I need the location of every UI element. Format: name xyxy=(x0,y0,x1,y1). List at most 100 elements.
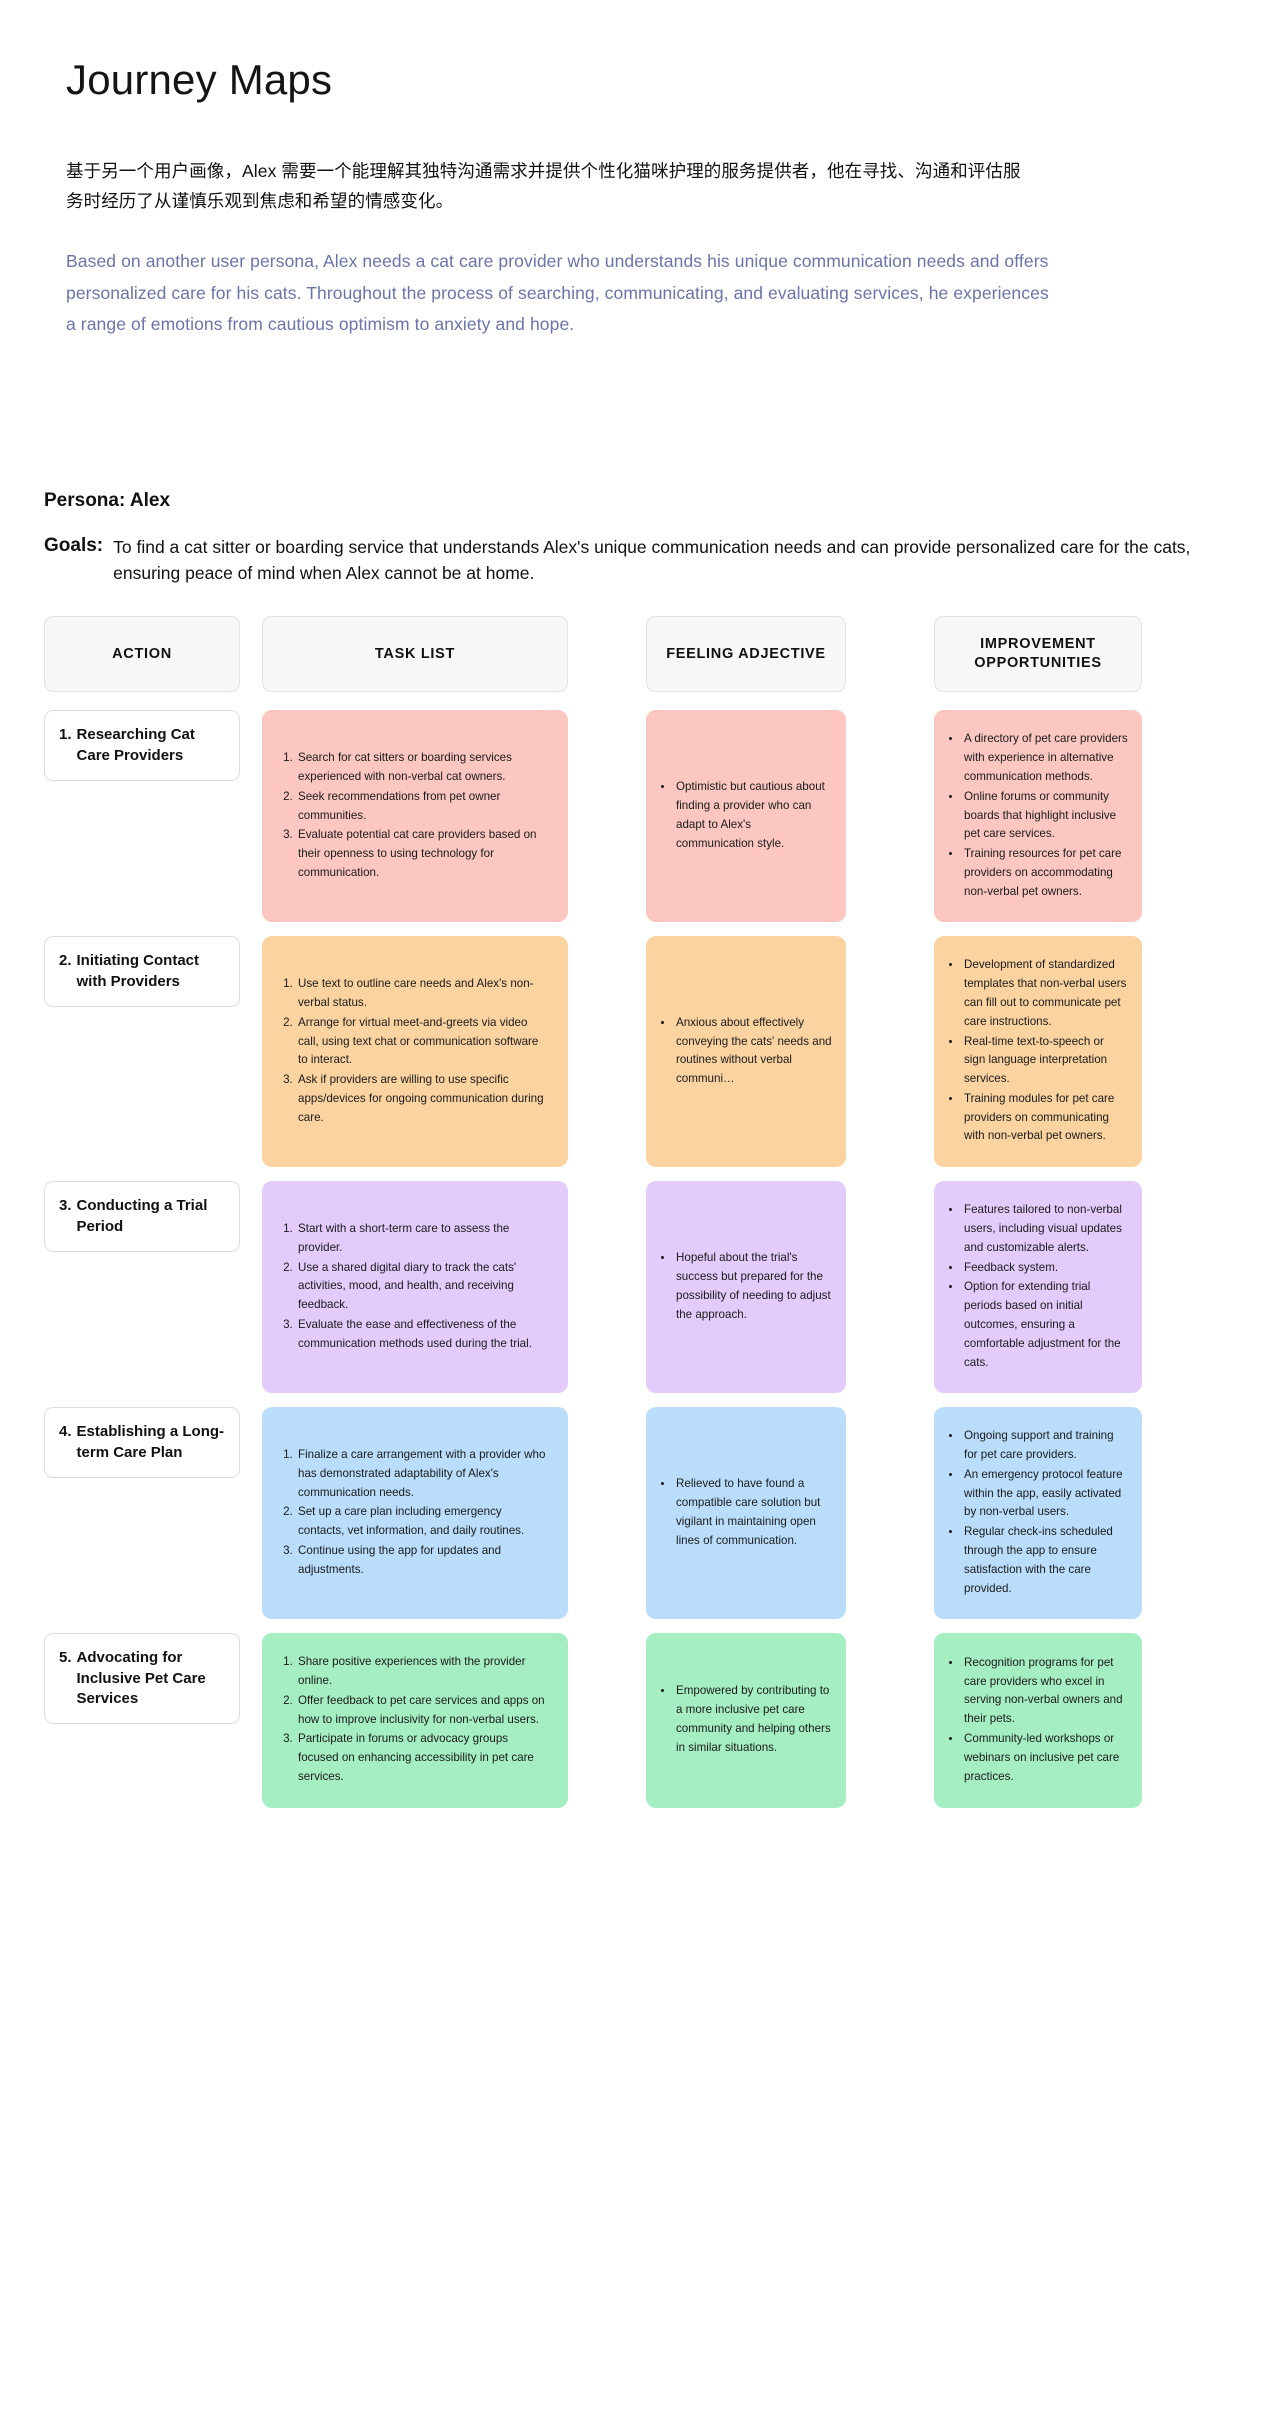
list-item: Community-led workshops or webinars on i… xyxy=(962,1730,1128,1786)
feeling-cell-list: Optimistic but cautious about finding a … xyxy=(656,778,832,854)
table-row: 1.Researching Cat Care ProvidersSearch f… xyxy=(44,710,1280,923)
improvement-cell: Ongoing support and training for pet car… xyxy=(934,1407,1142,1620)
feeling-cell: Relieved to have found a compatible care… xyxy=(646,1407,846,1620)
stage-label: Establishing a Long-term Care Plan xyxy=(76,1423,225,1461)
list-item: Hopeful about the trial's success but pr… xyxy=(674,1249,832,1324)
task-list-cell: Use text to outline care needs and Alex'… xyxy=(262,936,568,1168)
table-header-row: ACTION TASK LIST FEELING ADJECTIVE IMPRO… xyxy=(44,616,1280,693)
table-row: 5.Advocating for Inclusive Pet Care Serv… xyxy=(44,1633,1280,1808)
task-list-cell-list: Use text to outline care needs and Alex'… xyxy=(274,975,550,1128)
intro-paragraph-chinese: 基于另一个用户画像，Alex 需要一个能理解其独特沟通需求并提供个性化猫咪护理的… xyxy=(66,161,1021,212)
list-item: Relieved to have found a compatible care… xyxy=(674,1475,832,1550)
journey-map-page: Journey Maps 基于另一个用户画像，Alex 需要一个能理解其独特沟通… xyxy=(0,0,1280,1882)
column-header-improvement: IMPROVEMENT OPPORTUNITIES xyxy=(934,616,1142,693)
list-item: Ongoing support and training for pet car… xyxy=(962,1427,1128,1465)
goals-row: Goals: To find a cat sitter or boarding … xyxy=(44,534,1224,587)
improvement-cell-list: Development of standardized templates th… xyxy=(944,956,1128,1147)
stage-number: 2. xyxy=(59,952,72,970)
list-item: Participate in forums or advocacy groups… xyxy=(296,1730,550,1786)
stage-label: Conducting a Trial Period xyxy=(76,1197,208,1235)
list-item: Ask if providers are willing to use spec… xyxy=(296,1071,550,1127)
list-item: Share positive experiences with the prov… xyxy=(296,1653,550,1691)
persona-name: Persona: Alex xyxy=(44,489,171,511)
list-item: Feedback system. xyxy=(962,1259,1128,1278)
list-item: Offer feedback to pet care services and … xyxy=(296,1692,550,1730)
feeling-cell: Hopeful about the trial's success but pr… xyxy=(646,1181,846,1394)
table-row: 3.Conducting a Trial PeriodStart with a … xyxy=(44,1181,1280,1394)
task-list-cell: Finalize a care arrangement with a provi… xyxy=(262,1407,568,1620)
improvement-cell-list: Recognition programs for pet care provid… xyxy=(944,1654,1128,1787)
list-item: Finalize a care arrangement with a provi… xyxy=(296,1446,550,1502)
stage-number: 1. xyxy=(59,726,72,744)
page-header: Journey Maps 基于另一个用户画像，Alex 需要一个能理解其独特沟通… xyxy=(0,0,1280,340)
list-item: Training resources for pet care provider… xyxy=(962,845,1128,901)
stage-cell: 1.Researching Cat Care Providers xyxy=(44,710,240,922)
list-item: Regular check-ins scheduled through the … xyxy=(962,1523,1128,1598)
feeling-cell-list: Relieved to have found a compatible care… xyxy=(656,1475,832,1551)
feeling-cell: Optimistic but cautious about finding a … xyxy=(646,710,846,923)
list-item: Option for extending trial periods based… xyxy=(962,1278,1128,1372)
stage-cell: 3.Conducting a Trial Period xyxy=(44,1181,240,1393)
list-item: A directory of pet care providers with e… xyxy=(962,730,1128,786)
improvement-cell-list: A directory of pet care providers with e… xyxy=(944,730,1128,902)
list-item: Development of standardized templates th… xyxy=(962,956,1128,1031)
persona-section: Persona: Alex Goals: To find a cat sitte… xyxy=(0,340,1280,587)
task-list-cell-list: Share positive experiences with the prov… xyxy=(274,1653,550,1787)
task-list-cell-list: Start with a short-term care to assess t… xyxy=(274,1220,550,1354)
list-item: Start with a short-term care to assess t… xyxy=(296,1220,550,1258)
list-item: Optimistic but cautious about finding a … xyxy=(674,778,832,853)
goals-label: Goals: xyxy=(44,534,104,556)
list-item: Use a shared digital diary to track the … xyxy=(296,1259,550,1315)
feeling-cell-list: Empowered by contributing to a more incl… xyxy=(656,1682,832,1758)
column-header-task-list: TASK LIST xyxy=(262,616,568,693)
stage-cell: 4.Establishing a Long-term Care Plan xyxy=(44,1407,240,1619)
list-item: Seek recommendations from pet owner comm… xyxy=(296,788,550,826)
table-row: 4.Establishing a Long-term Care PlanFina… xyxy=(44,1407,1280,1620)
improvement-cell-list: Features tailored to non-verbal users, i… xyxy=(944,1201,1128,1373)
feeling-cell: Anxious about effectively conveying the … xyxy=(646,936,846,1168)
stage-box[interactable]: 4.Establishing a Long-term Care Plan xyxy=(44,1407,240,1478)
stage-box[interactable]: 2.Initiating Contact with Providers xyxy=(44,936,240,1007)
feeling-cell-list: Anxious about effectively conveying the … xyxy=(656,1014,832,1090)
intro-paragraph-english: Based on another user persona, Alex need… xyxy=(66,251,1049,334)
task-list-cell: Search for cat sitters or boarding servi… xyxy=(262,710,568,923)
task-list-cell: Start with a short-term care to assess t… xyxy=(262,1181,568,1394)
list-item: Features tailored to non-verbal users, i… xyxy=(962,1201,1128,1257)
page-title: Journey Maps xyxy=(66,56,333,103)
stage-box[interactable]: 1.Researching Cat Care Providers xyxy=(44,710,240,781)
stage-cell: 5.Advocating for Inclusive Pet Care Serv… xyxy=(44,1633,240,1807)
stage-number: 4. xyxy=(59,1423,72,1441)
column-header-action: ACTION xyxy=(44,616,240,693)
stage-label: Initiating Contact with Providers xyxy=(76,952,200,990)
stage-number: 5. xyxy=(59,1649,72,1667)
list-item: Evaluate potential cat care providers ba… xyxy=(296,826,550,882)
feeling-cell: Empowered by contributing to a more incl… xyxy=(646,1633,846,1808)
improvement-cell: Features tailored to non-verbal users, i… xyxy=(934,1181,1142,1394)
list-item: Real-time text-to-speech or sign languag… xyxy=(962,1033,1128,1089)
journey-map-table: ACTION TASK LIST FEELING ADJECTIVE IMPRO… xyxy=(0,586,1280,1881)
list-item: Recognition programs for pet care provid… xyxy=(962,1654,1128,1729)
stage-label: Advocating for Inclusive Pet Care Servic… xyxy=(76,1649,206,1707)
list-item: Training modules for pet care providers … xyxy=(962,1090,1128,1146)
list-item: Set up a care plan including emergency c… xyxy=(296,1503,550,1541)
stage-cell: 2.Initiating Contact with Providers xyxy=(44,936,240,1167)
goals-text: To find a cat sitter or boarding service… xyxy=(113,536,1191,584)
list-item: Arrange for virtual meet-and-greets via … xyxy=(296,1014,550,1070)
table-row: 2.Initiating Contact with ProvidersUse t… xyxy=(44,936,1280,1168)
task-list-cell-list: Search for cat sitters or boarding servi… xyxy=(274,749,550,883)
improvement-cell: Development of standardized templates th… xyxy=(934,936,1142,1168)
column-header-feeling: FEELING ADJECTIVE xyxy=(646,616,846,693)
list-item: Empowered by contributing to a more incl… xyxy=(674,1682,832,1757)
list-item: Use text to outline care needs and Alex'… xyxy=(296,975,550,1013)
list-item: Online forums or community boards that h… xyxy=(962,788,1128,844)
stage-box[interactable]: 5.Advocating for Inclusive Pet Care Serv… xyxy=(44,1633,240,1725)
stage-number: 3. xyxy=(59,1197,72,1215)
feeling-cell-list: Hopeful about the trial's success but pr… xyxy=(656,1249,832,1325)
stage-label: Researching Cat Care Providers xyxy=(76,726,195,764)
task-list-cell-list: Finalize a care arrangement with a provi… xyxy=(274,1446,550,1580)
stage-box[interactable]: 3.Conducting a Trial Period xyxy=(44,1181,240,1252)
table-body: 1.Researching Cat Care ProvidersSearch f… xyxy=(44,710,1280,1808)
list-item: Continue using the app for updates and a… xyxy=(296,1542,550,1580)
list-item: Anxious about effectively conveying the … xyxy=(674,1014,832,1089)
list-item: Search for cat sitters or boarding servi… xyxy=(296,749,550,787)
